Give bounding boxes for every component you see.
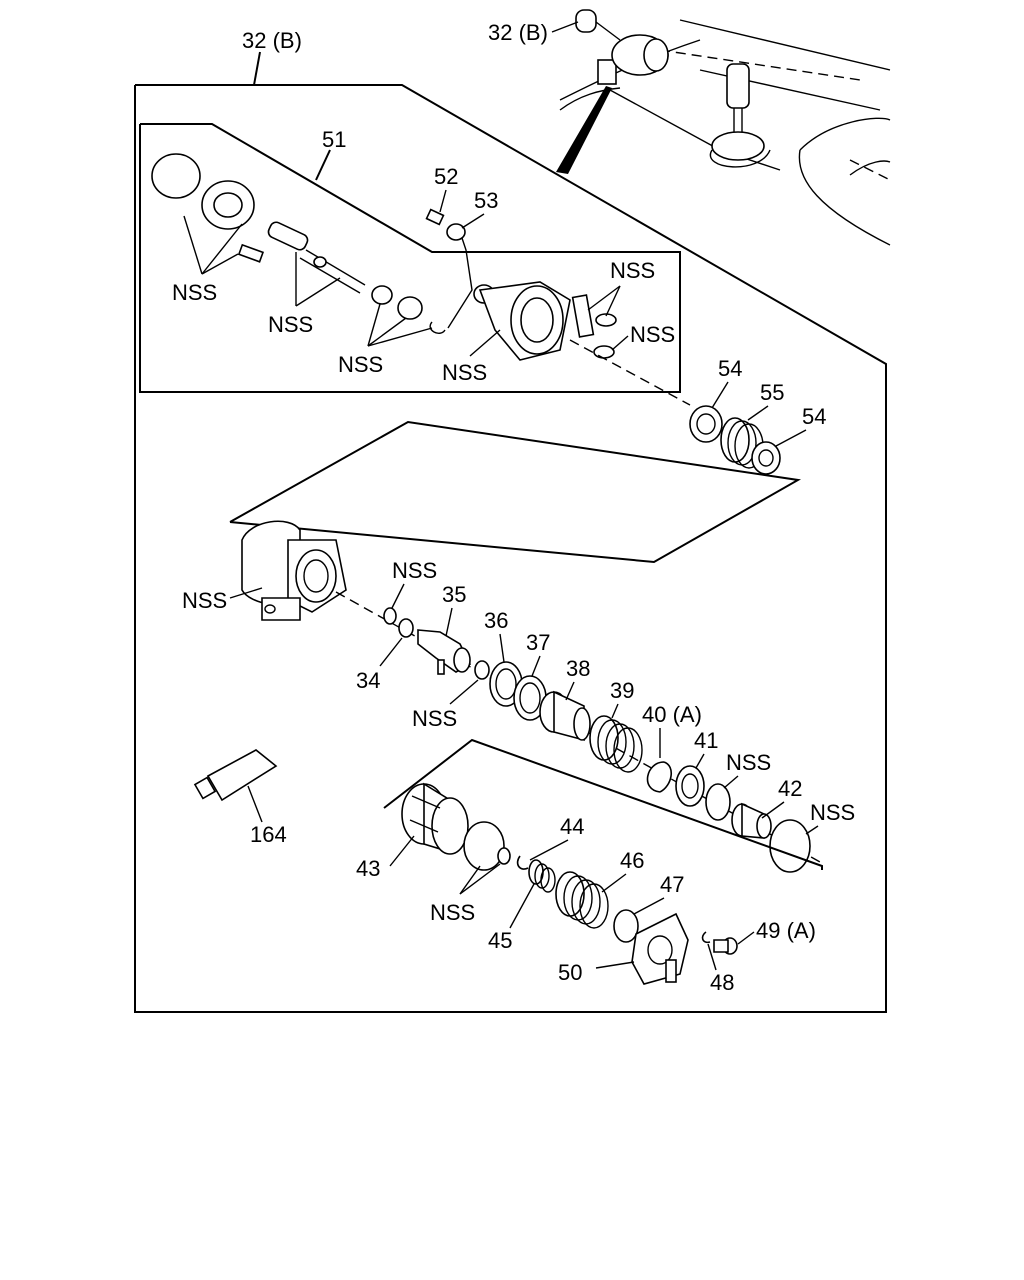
washer-54-a bbox=[689, 405, 723, 443]
label-nss-3: NSS bbox=[338, 352, 383, 377]
label-54-a: 54 bbox=[718, 356, 742, 381]
washer-48 bbox=[701, 931, 711, 944]
leader-51 bbox=[315, 149, 331, 181]
label-45: 45 bbox=[488, 928, 512, 953]
label-nss-6: NSS bbox=[630, 322, 675, 347]
ring-34 bbox=[398, 618, 414, 638]
cover-50 bbox=[631, 912, 689, 985]
bolt-52 bbox=[425, 208, 445, 226]
spring-46 bbox=[555, 871, 609, 929]
oring-nss-f bbox=[497, 847, 511, 865]
valve-stem-35 bbox=[417, 629, 472, 675]
label-nss-10: NSS bbox=[726, 750, 771, 775]
washer-54-b bbox=[751, 441, 781, 475]
label-48: 48 bbox=[710, 970, 734, 995]
label-nss-9: NSS bbox=[412, 706, 457, 731]
label-nss-12: NSS bbox=[430, 900, 475, 925]
push-rod bbox=[267, 221, 366, 294]
label-55: 55 bbox=[760, 380, 784, 405]
label-32b-inset: 32 (B) bbox=[488, 20, 548, 45]
cylinder-body bbox=[241, 520, 347, 621]
vehicle-inset bbox=[556, 9, 891, 246]
label-32b-top: 32 (B) bbox=[242, 28, 302, 53]
grease-tube-164 bbox=[193, 749, 278, 802]
label-49a: 49 (A) bbox=[756, 918, 816, 943]
label-52: 52 bbox=[434, 164, 458, 189]
label-40a: 40 (A) bbox=[642, 702, 702, 727]
label-nss-11: NSS bbox=[810, 800, 855, 825]
label-43: 43 bbox=[356, 856, 380, 881]
leader-32b-inset bbox=[551, 21, 579, 33]
label-53: 53 bbox=[474, 188, 498, 213]
label-47: 47 bbox=[660, 872, 684, 897]
knob-boot bbox=[151, 153, 265, 263]
piston-38 bbox=[539, 690, 591, 742]
spring-39 bbox=[589, 715, 643, 773]
label-nss-4: NSS bbox=[442, 360, 487, 385]
label-42: 42 bbox=[778, 776, 802, 801]
label-39: 39 bbox=[610, 678, 634, 703]
label-36: 36 bbox=[484, 608, 508, 633]
label-54-b: 54 bbox=[802, 404, 826, 429]
connector-line-51 bbox=[447, 231, 473, 329]
spring-55 bbox=[720, 417, 764, 469]
label-44: 44 bbox=[560, 814, 584, 839]
oring-nss-b bbox=[474, 660, 490, 680]
clip-44 bbox=[516, 855, 529, 870]
oring-nss-c bbox=[705, 783, 731, 821]
pointer-wedge bbox=[556, 86, 612, 174]
spring-45 bbox=[528, 859, 556, 893]
label-50: 50 bbox=[558, 960, 582, 985]
washer-53 bbox=[446, 223, 466, 241]
label-164: 164 bbox=[250, 822, 287, 847]
label-41: 41 bbox=[694, 728, 718, 753]
oring-nss-e bbox=[463, 821, 505, 871]
gasket-47 bbox=[613, 909, 639, 943]
seal-41 bbox=[675, 765, 705, 807]
piston-small bbox=[371, 285, 446, 334]
oring-nss-a bbox=[383, 607, 397, 625]
label-37: 37 bbox=[526, 630, 550, 655]
leader-32b-top bbox=[253, 51, 261, 86]
label-46: 46 bbox=[620, 848, 644, 873]
bolt-49a bbox=[713, 937, 738, 955]
label-nss-1: NSS bbox=[172, 280, 217, 305]
label-38: 38 bbox=[566, 656, 590, 681]
group-frame-lower bbox=[383, 738, 823, 870]
label-nss-2: NSS bbox=[268, 312, 313, 337]
assembly-frame-outer bbox=[134, 84, 887, 1013]
snap-ring-40a bbox=[646, 761, 672, 793]
subassembly-frame-51 bbox=[139, 123, 681, 393]
label-34: 34 bbox=[356, 668, 380, 693]
oring-nss-d bbox=[769, 819, 811, 873]
push-piston-42 bbox=[731, 802, 772, 839]
reservoir-body bbox=[473, 281, 571, 361]
centerline-51 bbox=[569, 339, 691, 406]
label-nss-7: NSS bbox=[182, 588, 227, 613]
diaphragm-43 bbox=[401, 782, 469, 855]
label-nss-5: NSS bbox=[610, 258, 655, 283]
label-51: 51 bbox=[322, 127, 346, 152]
label-nss-8: NSS bbox=[392, 558, 437, 583]
group-frame-mid bbox=[229, 420, 802, 564]
label-35: 35 bbox=[442, 582, 466, 607]
